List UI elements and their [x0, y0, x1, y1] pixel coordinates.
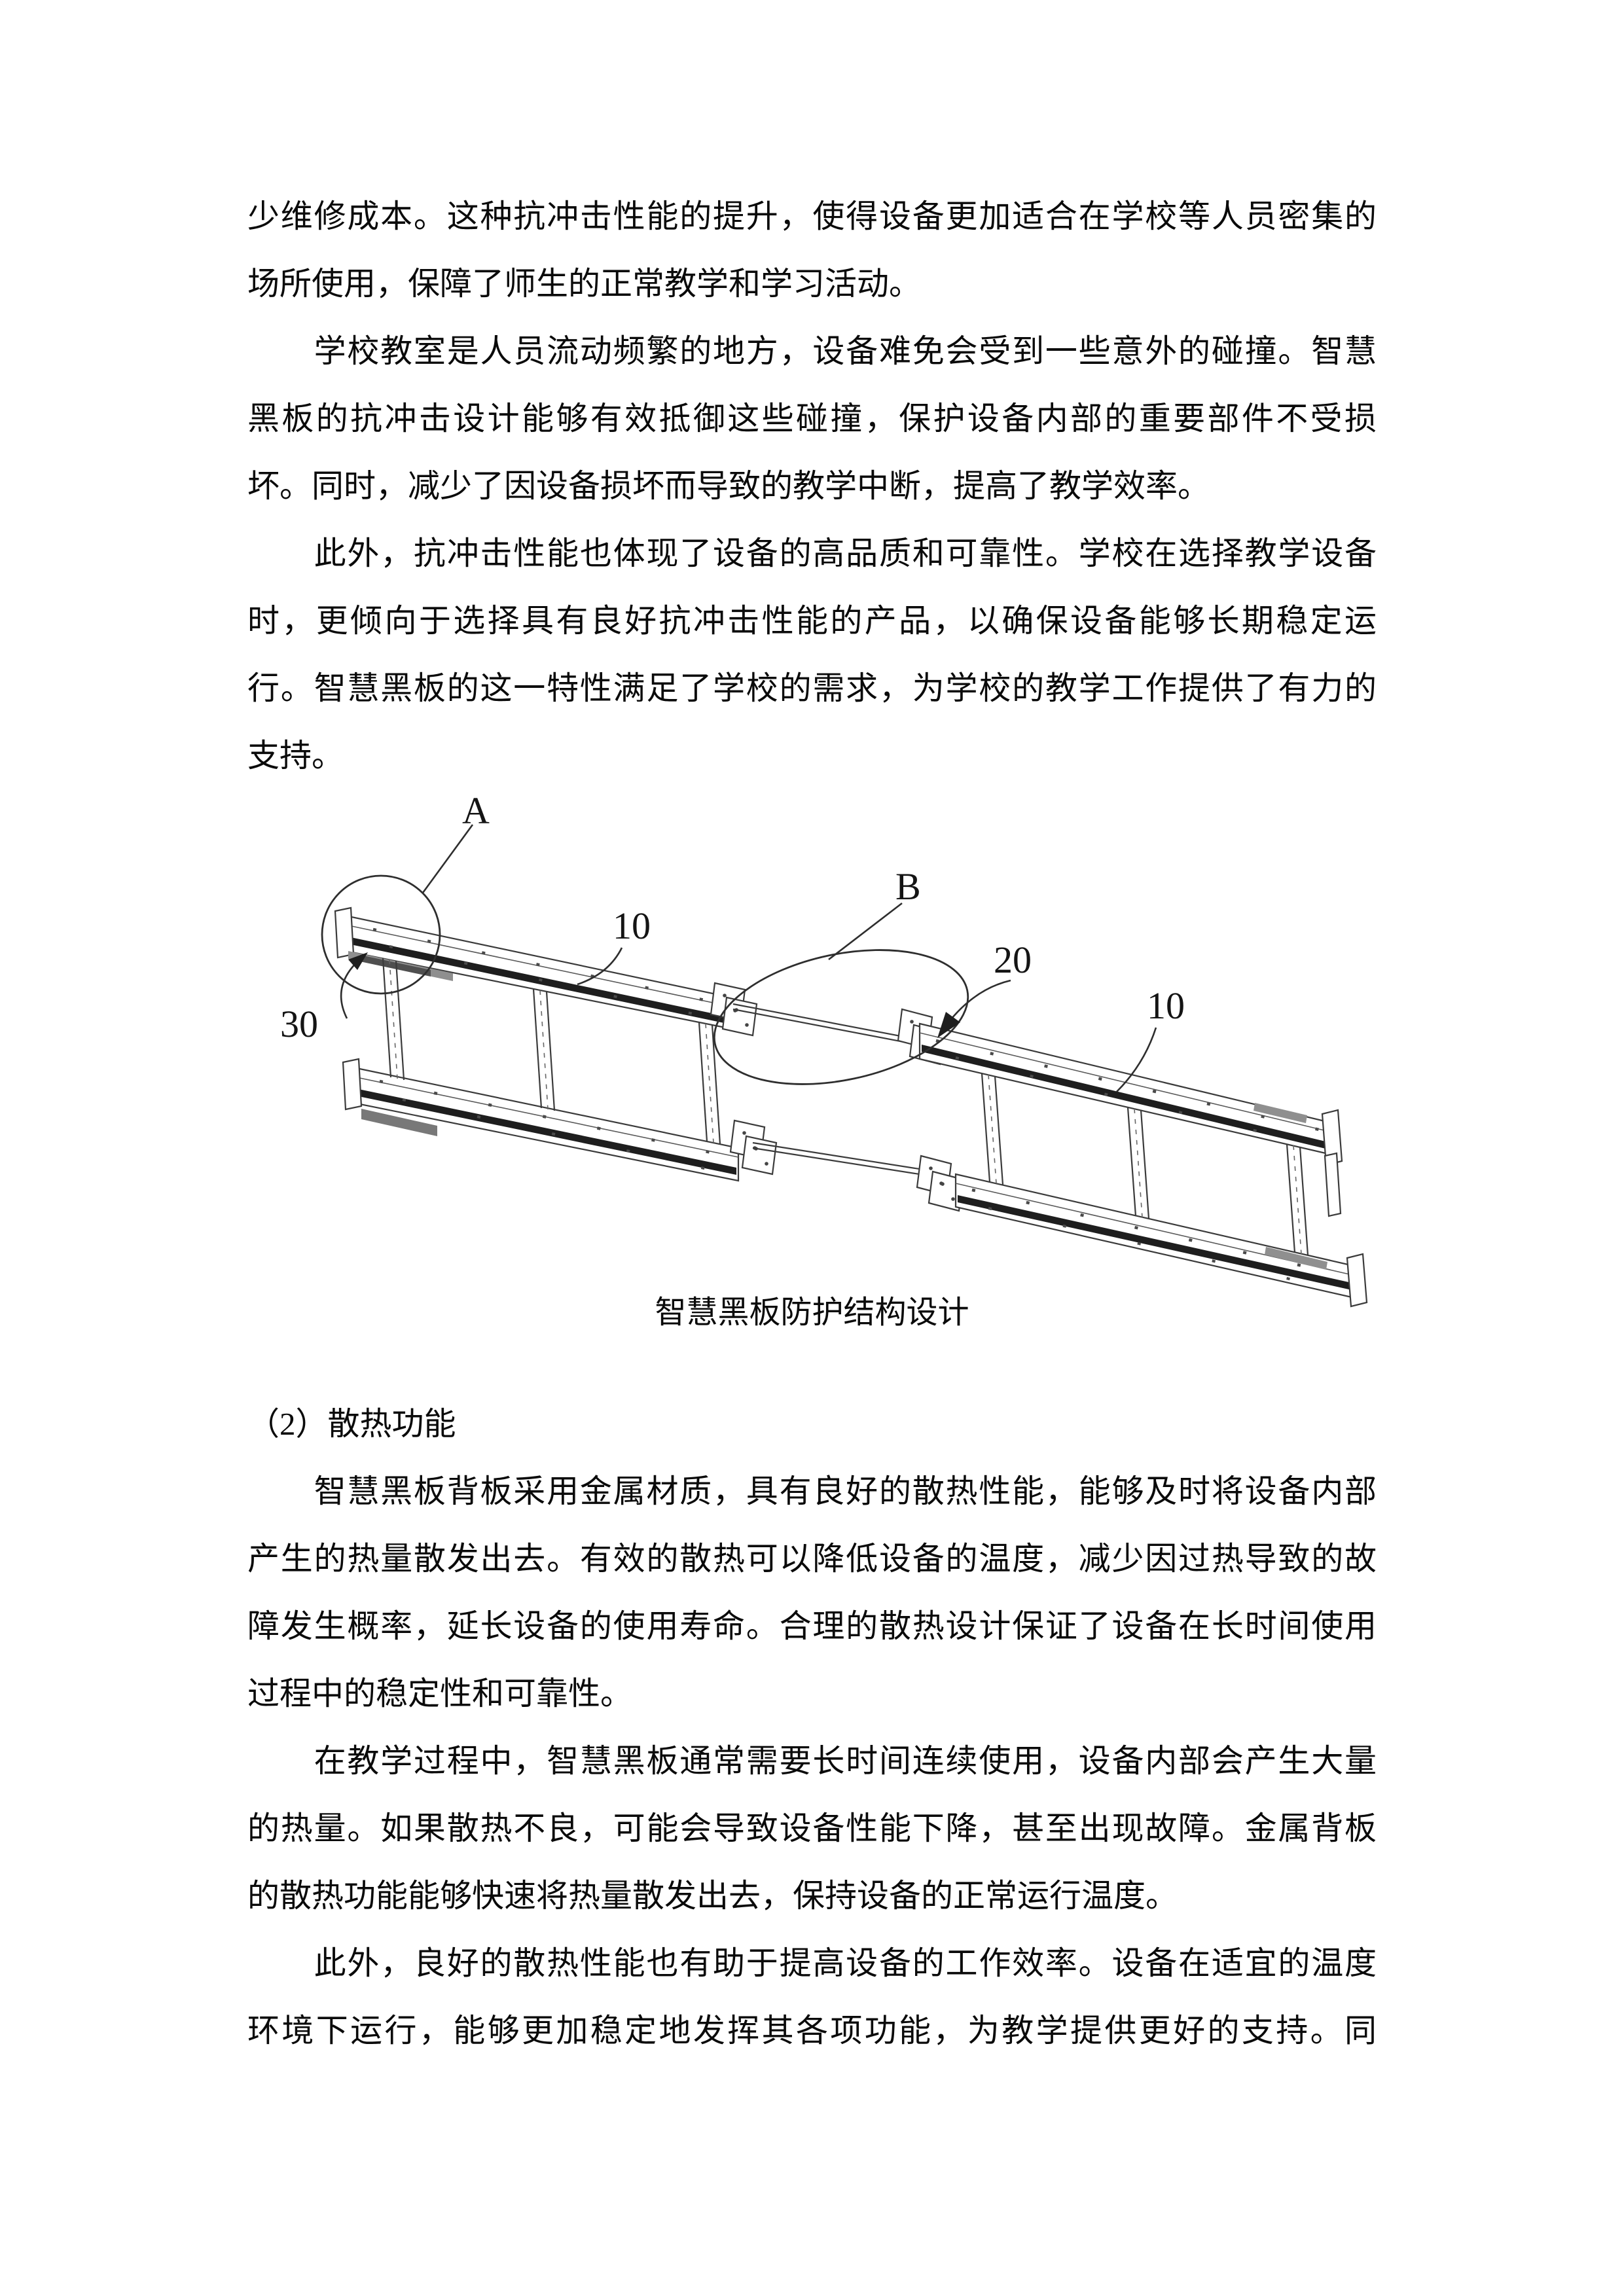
bottom-rail-joint-connector	[729, 1119, 964, 1212]
text-line: 的热量。如果散热不良，可能会导致设备性能下降，甚至出现故障。金属背板	[247, 1810, 1377, 1846]
crossbar-posts-left-segment	[382, 958, 721, 1145]
paragraph-block-heat: 智慧黑板背板采用金属材质，具有良好的散热性能，能够及时将设备内部产生的热量散发出…	[247, 1458, 1377, 2064]
ref-label-30: 30	[280, 952, 368, 1045]
callout-detail-a: A	[321, 789, 490, 995]
text-line: 智慧黑板背板采用金属材质，具有良好的散热性能，能够及时将设备内部	[247, 1473, 1377, 1509]
text-line: 黑板的抗冲击设计能够有效抵御这些碰撞，保护设备内部的重要部件不受损	[247, 401, 1377, 437]
section-heading: （2）散热功能	[247, 1406, 456, 1442]
text-line: 障发生概率，延长设备的使用寿命。合理的散热设计保证了设备在长时间使用	[247, 1608, 1377, 1644]
text-line: 支持。	[247, 738, 344, 774]
text-line: 此外，良好的散热性能也有助于提高设备的工作效率。设备在适宜的温度	[247, 1945, 1377, 1981]
top-rail-right-segment	[918, 1022, 1343, 1217]
text-line: 过程中的稳定性和可靠性。	[247, 1676, 633, 1712]
figure-caption: 智慧黑板防护结构设计	[655, 1295, 969, 1330]
ref-label-20: 20	[937, 939, 1032, 1038]
callout-detail-b: B	[713, 865, 969, 1085]
text-line: 时，更倾向于选择具有良好抗冲击性能的产品，以确保设备能够长期稳定运	[247, 603, 1377, 639]
top-rail-left-segment	[334, 906, 727, 1029]
text-line: 少维修成本。这种抗冲击性能的提升，使得设备更加适合在学校等人员密集的	[247, 198, 1377, 234]
bottom-rail-left-segment	[342, 1058, 740, 1182]
top-rail-joint-connector	[710, 982, 945, 1066]
text-line: 行。智慧黑板的这一特性满足了学校的需求，为学校的教学工作提供了有力的	[247, 670, 1377, 706]
text-line: 环境下运行，能够更加稳定地发挥其各项功能，为教学提供更好的支持。同	[247, 2013, 1377, 2049]
text-line: 学校教室是人员流动频繁的地方，设备难免会受到一些意外的碰撞。智慧	[247, 333, 1377, 369]
text-line: 此外，抗冲击性能也体现了设备的高品质和可靠性。学校在选择教学设备	[247, 535, 1377, 571]
text-line: 在教学过程中，智慧黑板通常需要长时间连续使用，设备内部会产生大量	[247, 1743, 1377, 1779]
figure-label-20: 20	[994, 939, 1032, 981]
ref-label-10-right: 10	[1116, 984, 1185, 1092]
figure-label-a: A	[462, 789, 490, 832]
bottom-rail-right-segment	[954, 1173, 1368, 1308]
text-line: 坏。同时，减少了因设备损坏而导致的教学中断，提高了教学效率。	[247, 468, 1210, 504]
text-line: 场所使用，保障了师生的正常教学和学习活动。	[247, 266, 922, 302]
figure-label-b: B	[895, 865, 921, 908]
figure-protective-structure-drawing: A B 10 10 20 30	[280, 789, 1368, 1308]
text-line: 产生的热量散发出去。有效的散热可以降低设备的温度，减少因过热导致的故	[247, 1541, 1377, 1577]
ref-label-10-left: 10	[577, 905, 651, 986]
paragraph-block-impact: 少维修成本。这种抗冲击性能的提升，使得设备更加适合在学校等人员密集的场所使用，保…	[247, 183, 1377, 789]
text-line: 的散热功能能够快速将热量散发出去，保持设备的正常运行温度。	[247, 1878, 1178, 1914]
crossbar-posts-right-segment	[981, 1073, 1309, 1256]
figure-label-30: 30	[280, 1003, 318, 1045]
figure-label-10-right: 10	[1147, 984, 1185, 1027]
section-heading-block: （2）散热功能	[247, 1390, 1377, 1458]
figure-label-10-left: 10	[613, 905, 651, 947]
